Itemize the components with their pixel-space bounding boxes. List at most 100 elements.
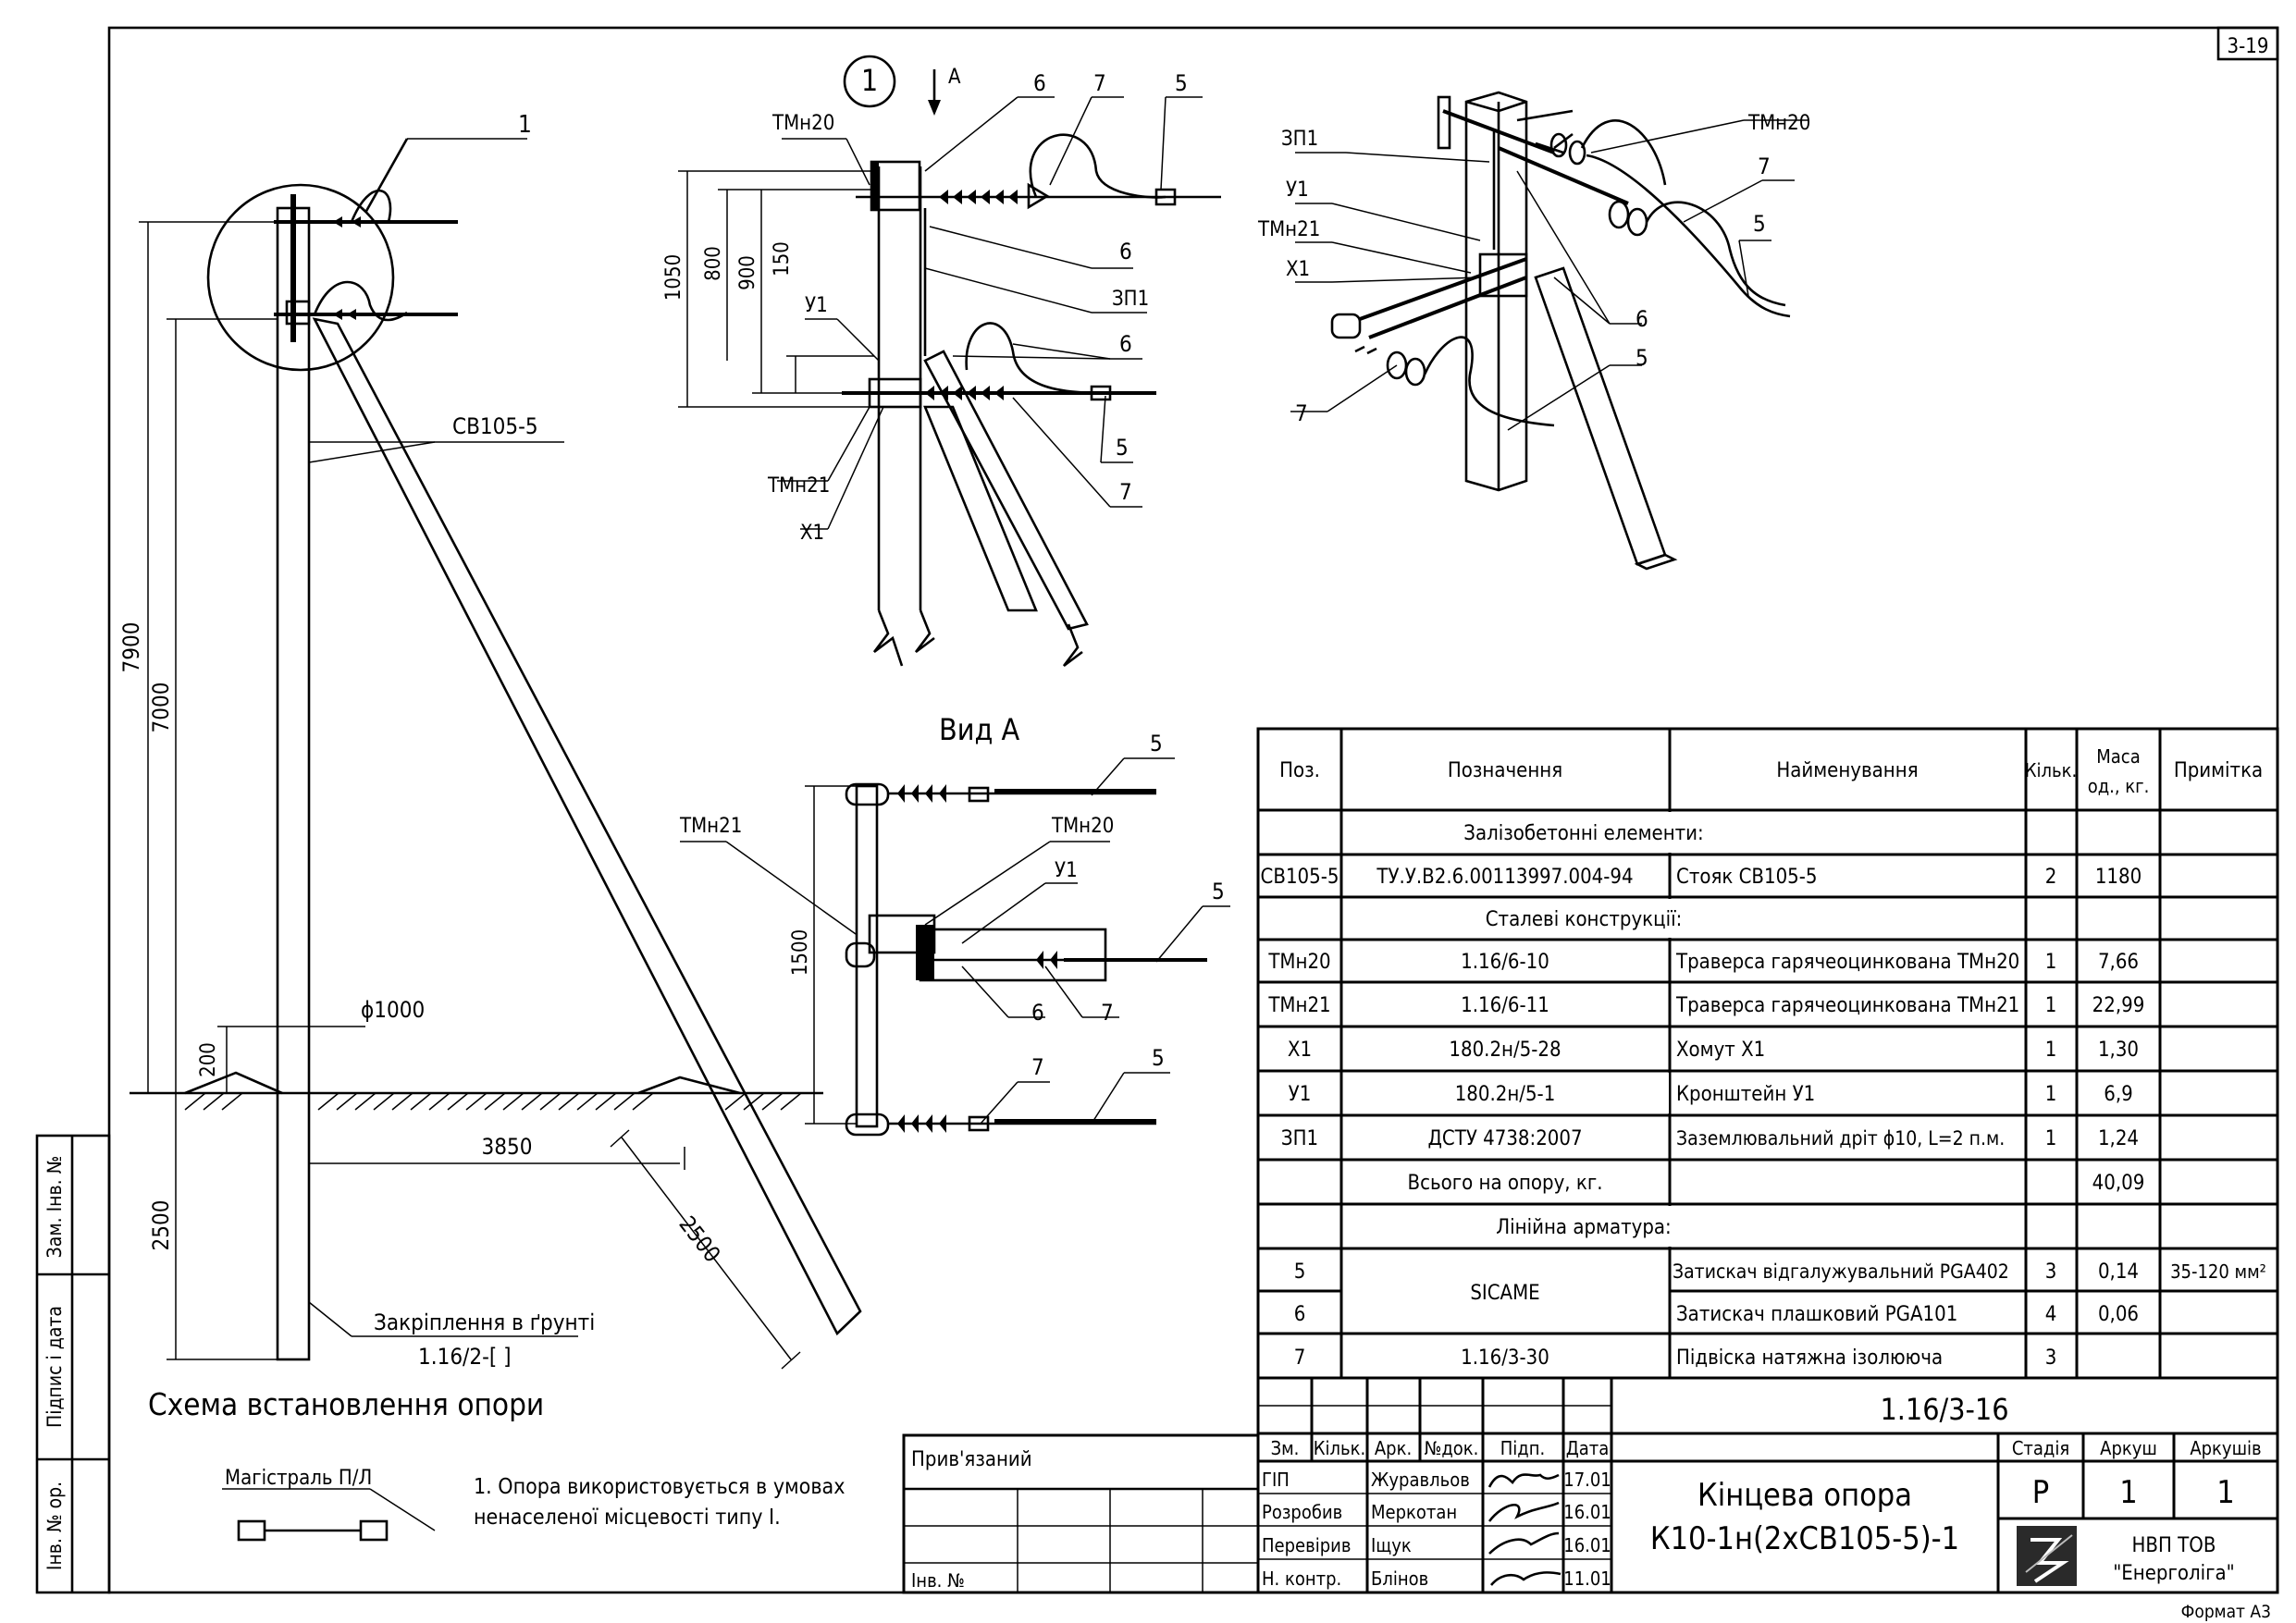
installation-scheme: 1 СВ105-5 [118, 111, 862, 1542]
cell-pos: Х1 [1288, 1039, 1312, 1062]
signature-row: Н. контр. Блінов 11.01 [1262, 1568, 1611, 1590]
d1-label-5a: 5 [1175, 70, 1188, 96]
role-label: Н. контр. [1262, 1568, 1341, 1590]
side-stamps: Зам. Інв. № Підпис і дата Інв. № ор. [35, 1134, 111, 1594]
iso-label-5b: 5 [1636, 345, 1648, 371]
cell-note: 35-120 мм² [2170, 1260, 2266, 1283]
role-name: Іщук [1371, 1534, 1412, 1556]
role-name: Блінов [1371, 1568, 1428, 1590]
va-label-tmn20: ТМн20 [1051, 815, 1114, 838]
th-pos: Поз. [1279, 759, 1320, 782]
sheets-header: Аркушів [2190, 1437, 2261, 1459]
cell-pos: ТМн20 [1267, 951, 1330, 974]
th-name: Найменування [1776, 759, 1918, 782]
iso-label-5a: 5 [1753, 211, 1766, 237]
cell-designation: ДСТУ 4738:2007 [1427, 1127, 1582, 1150]
cell-pos: 7 [1294, 1346, 1306, 1370]
dim-7900: 7900 [118, 622, 144, 673]
signature-row: Розробив Меркотан 16.01 [1262, 1501, 1611, 1523]
cell-pos: ТМн21 [1267, 994, 1330, 1017]
cell-pos: У1 [1289, 1083, 1312, 1106]
th-qty: Кільк. [2025, 759, 2077, 781]
cell-qty: 4 [2045, 1303, 2057, 1326]
th-mass-1: Маса [2096, 745, 2140, 768]
dim-phi1000: ϕ1000 [361, 997, 425, 1023]
legend-label: Магістраль П/Л [225, 1467, 372, 1490]
cell-designation: 180.2н/5-1 [1455, 1083, 1556, 1106]
signature-scribble [1487, 1473, 1560, 1488]
cell-mass: 0,06 [2098, 1303, 2139, 1326]
main-pole [276, 206, 311, 1361]
role-date: 16.01 [1563, 1534, 1611, 1556]
inv-label: Інв. № [911, 1569, 965, 1592]
dim-200: 200 [197, 1042, 220, 1077]
dim-2500: 2500 [148, 1200, 174, 1251]
isometric-view: ТМн20 ЗП1 7 У1 5 ТМн21 Х1 6 5 7 [1257, 91, 1810, 571]
cell-pos: 6 [1294, 1303, 1306, 1326]
col-zm: Зм. [1271, 1437, 1300, 1459]
cell-name: Траверса гарячеоцинкована ТМн20 [1675, 951, 2019, 974]
cell-qty: 1 [2045, 1083, 2057, 1106]
sheet-header: Аркуш [2100, 1437, 2157, 1459]
format-label: Формат А3 [2181, 1602, 2271, 1622]
signature-row: ГІП Журавльов 17.01 [1262, 1469, 1611, 1491]
dim-900: 900 [736, 255, 759, 290]
table-row: ЗП1 ДСТУ 4738:2007 Заземлювальний дріт ϕ… [1281, 1127, 2139, 1150]
d1-label-5b: 5 [1116, 435, 1129, 461]
legend-note-2: ненаселеної місцевості типу І. [474, 1506, 781, 1530]
cell-mass: 22,99 [2092, 994, 2145, 1017]
anchoring-title: Закріплення в ґрунті [374, 1309, 595, 1335]
spec-table: Поз. Позначення Найменування Кільк. Маса… [1256, 727, 2279, 1380]
role-name: Журавльов [1371, 1469, 1470, 1491]
table-row: 5 SICAME Затискач відгалужувальний PGA40… [1294, 1260, 2266, 1305]
cell-mass: 6,9 [2104, 1083, 2132, 1106]
table-row: ТМн20 1.16/6-10 Траверса гарячеоцинкован… [1267, 951, 2139, 974]
iso-label-u1: У1 [1286, 178, 1309, 202]
cell-designation: 1.16/6-10 [1461, 951, 1549, 974]
cell-qty: 3 [2045, 1260, 2057, 1284]
cell-qty: 1 [2045, 1127, 2057, 1150]
va-label-5c: 5 [1152, 1045, 1165, 1071]
section-fittings: Лінійна арматура: [1496, 1216, 1671, 1239]
title-block: 1.16/3-16 Зм. Кільк. Арк. №док. Підп. Да… [1256, 1376, 2279, 1594]
view-arrow-label: А [948, 66, 961, 89]
binding-block: Прив'язаний Інв. № [902, 1433, 1260, 1594]
d1-label-6b: 6 [1119, 239, 1132, 264]
drawing-title-2: К10-1н(2хСВ105-5)-1 [1650, 1520, 1959, 1557]
d1-label-x1: Х1 [800, 522, 824, 545]
dim-150: 150 [771, 241, 794, 277]
cell-name: Затискач відгалужувальний PGA402 [1673, 1260, 2009, 1283]
company-line-1: НВП ТОВ [2132, 1534, 2216, 1557]
d1-label-6a: 6 [1033, 70, 1046, 96]
dim-3850: 3850 [482, 1134, 533, 1160]
cell-mass: 1,24 [2098, 1127, 2139, 1150]
iso-label-tmn21: ТМн21 [1257, 218, 1320, 241]
drawing-title-1: Кінцева опора [1697, 1477, 1912, 1514]
strut-pole [312, 317, 862, 1336]
d1-label-tmn20: ТМн20 [772, 112, 834, 135]
col-date: Дата [1566, 1437, 1610, 1459]
table-row: ТМн21 1.16/6-11 Траверса гарячеоцинкован… [1267, 994, 2144, 1017]
va-label-5b: 5 [1212, 879, 1225, 904]
circle-ref-label: 1 [518, 111, 532, 139]
dim-1500: 1500 [789, 929, 812, 976]
cell-designation: 1.16/3-30 [1461, 1346, 1549, 1370]
role-name: Меркотан [1371, 1501, 1457, 1523]
role-date: 16.01 [1563, 1501, 1611, 1523]
cell-name: Заземлювальний дріт ϕ10, L=2 п.м. [1676, 1127, 2005, 1150]
dim-1050: 1050 [662, 254, 685, 301]
cell-qty: 2 [2045, 866, 2057, 889]
dim-7000: 7000 [148, 682, 174, 733]
iso-label-6: 6 [1636, 306, 1648, 332]
cell-qty: 1 [2045, 1039, 2057, 1062]
col-kilk: Кільк. [1314, 1437, 1365, 1459]
legend-note-1: 1. Опора використовується в умовах [474, 1475, 845, 1499]
cell-mass: 0,14 [2098, 1260, 2139, 1284]
d1-label-6c: 6 [1119, 331, 1132, 357]
view-a-title: Вид А [939, 712, 1020, 747]
va-label-5a: 5 [1150, 731, 1163, 756]
col-sign: Підп. [1500, 1437, 1545, 1459]
signature-scribble [1488, 1531, 1560, 1555]
va-label-6: 6 [1031, 1000, 1044, 1026]
